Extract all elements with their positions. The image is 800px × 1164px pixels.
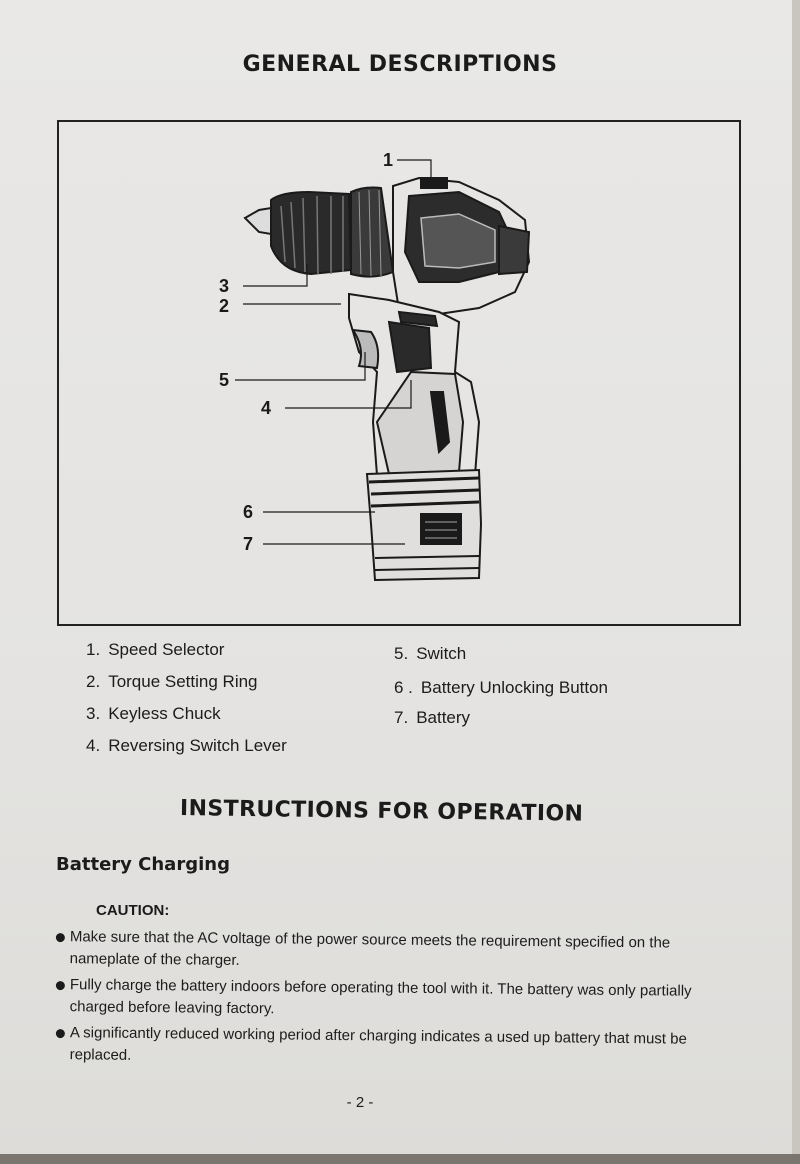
parts-list-item: 1.Speed Selector [86, 640, 225, 659]
callout-5: 5 [219, 370, 229, 390]
caution-bullet: Make sure that the AC voltage of the pow… [52, 926, 742, 977]
heading-general-descriptions: GENERAL DESCRIPTIONS [242, 52, 558, 77]
bullet-dot-icon [55, 933, 65, 943]
callout-2: 2 [219, 296, 229, 316]
parts-list-item: 7.Battery [394, 708, 471, 727]
callout-4: 4 [261, 398, 271, 418]
heading-instructions-for-operation: INSTRUCTIONS FOR OPERATION [179, 796, 584, 827]
section-title-battery-charging: Battery Charging [56, 854, 230, 875]
callout-1: 1 [383, 150, 393, 170]
drill-diagram-frame: 1 3 2 5 4 6 7 [57, 120, 741, 626]
caution-bullet: A significantly reduced working period a… [52, 1022, 742, 1073]
parts-list-item: 3.Keyless Chuck [86, 704, 221, 723]
callout-numbers: 1 3 2 5 4 6 7 [219, 150, 393, 554]
parts-list-item: 5.Switch [394, 644, 467, 663]
callout-3: 3 [219, 276, 229, 296]
callout-7: 7 [243, 534, 253, 554]
drill-illustration [243, 176, 531, 582]
callout-6: 6 [243, 502, 253, 522]
page-edge [792, 0, 800, 1164]
bullet-dot-icon [55, 1029, 65, 1039]
drill-diagram: 1 3 2 5 4 6 7 [219, 150, 531, 582]
parts-list-item: 6 .Battery Unlocking Button [394, 678, 609, 697]
bullet-dot-icon [55, 981, 65, 991]
parts-list-item: 2.Torque Setting Ring [86, 672, 258, 691]
parts-list-item: 4.Reversing Switch Lever [86, 736, 287, 755]
caution-bullet: Fully charge the battery indoors before … [52, 974, 742, 1025]
page-number: - 2 - [346, 1094, 374, 1111]
callout-leaders [235, 159, 432, 545]
caution-label: CAUTION: [96, 902, 170, 919]
page-bottom-shadow [0, 1154, 800, 1164]
